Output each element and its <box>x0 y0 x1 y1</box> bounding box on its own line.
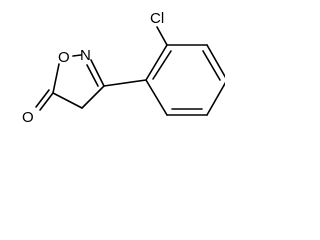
aromatic-line-2 <box>202 50 221 81</box>
bond-ph6-ph1 <box>145 79 168 116</box>
atom-labels: Cl O N O <box>22 10 164 126</box>
bond-c5-carbonyl-o-1 <box>39 92 54 111</box>
atom-label-carbonyl-o: O <box>22 109 34 126</box>
bond-n2-c3 <box>90 59 105 87</box>
bond-ph3-ph4 <box>206 44 225 79</box>
bond-c4-c5 <box>52 92 83 109</box>
atom-label-ring-n: N <box>80 47 91 64</box>
atom-label-cl: Cl <box>150 10 164 27</box>
atom-label-ring-o: O <box>58 49 70 66</box>
bond-n2-c3-inner <box>86 64 99 87</box>
bond-o1-n2 <box>72 54 82 57</box>
aromatic-line-1 <box>152 50 172 80</box>
bond-c3-c4 <box>81 85 105 109</box>
chemical-structure: Cl O N O <box>22 10 225 126</box>
bonds <box>35 26 225 116</box>
bond-c5-o1 <box>52 63 60 94</box>
bond-c5-carbonyl-o-2 <box>35 89 50 108</box>
bond-ph2-cl <box>156 26 168 46</box>
bond-ph4-ph5 <box>206 81 225 116</box>
bond-c3-phenyl <box>103 79 147 87</box>
bond-ph1-ph2 <box>145 44 168 81</box>
